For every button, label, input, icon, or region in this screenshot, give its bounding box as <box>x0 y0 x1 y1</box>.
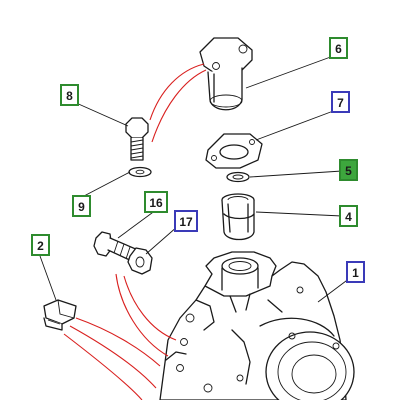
leader-lines <box>39 54 351 303</box>
assembly-lines <box>63 63 207 400</box>
callout-9: 9 <box>72 195 91 217</box>
leader-16 <box>117 209 157 239</box>
part-8-bolt <box>125 117 149 161</box>
callout-4-label: 4 <box>345 210 352 224</box>
callout-2: 2 <box>31 234 50 256</box>
leader-7 <box>255 109 337 141</box>
leader-1 <box>317 277 351 303</box>
leader-6 <box>245 54 337 89</box>
callout-16-label: 16 <box>149 196 163 210</box>
leader-2 <box>39 255 57 301</box>
callout-5: 5 <box>339 159 358 181</box>
callout-16: 16 <box>144 191 168 213</box>
callout-8: 8 <box>60 84 79 106</box>
callout-1: 1 <box>346 261 365 283</box>
part-7-gasket <box>205 133 263 169</box>
part-17-nut <box>127 247 153 275</box>
callout-17-label: 17 <box>179 215 193 229</box>
callout-7: 7 <box>331 91 350 113</box>
callout-2-label: 2 <box>37 239 44 253</box>
callouts: 6 7 5 4 8 9 16 17 <box>31 37 365 283</box>
housing-part <box>159 251 355 400</box>
callout-17: 17 <box>174 210 198 232</box>
callout-6: 6 <box>329 37 348 59</box>
part-9-washer <box>128 166 152 178</box>
callout-6-label: 6 <box>335 42 342 56</box>
leader-5 <box>249 170 343 178</box>
leader-9 <box>83 171 131 197</box>
part-5-washer <box>226 171 250 183</box>
part-4-bush <box>221 193 255 241</box>
callout-4: 4 <box>339 205 358 227</box>
callout-9-label: 9 <box>78 200 85 214</box>
leader-17 <box>145 225 179 255</box>
callout-7-label: 7 <box>337 96 344 110</box>
callout-1-label: 1 <box>352 266 359 280</box>
part-2-plug <box>43 299 77 331</box>
callout-8-label: 8 <box>66 89 73 103</box>
callout-5-label: 5 <box>345 164 352 178</box>
part-6-flange-housing <box>199 37 253 111</box>
leader-4 <box>255 211 343 217</box>
leader-8 <box>73 101 129 127</box>
